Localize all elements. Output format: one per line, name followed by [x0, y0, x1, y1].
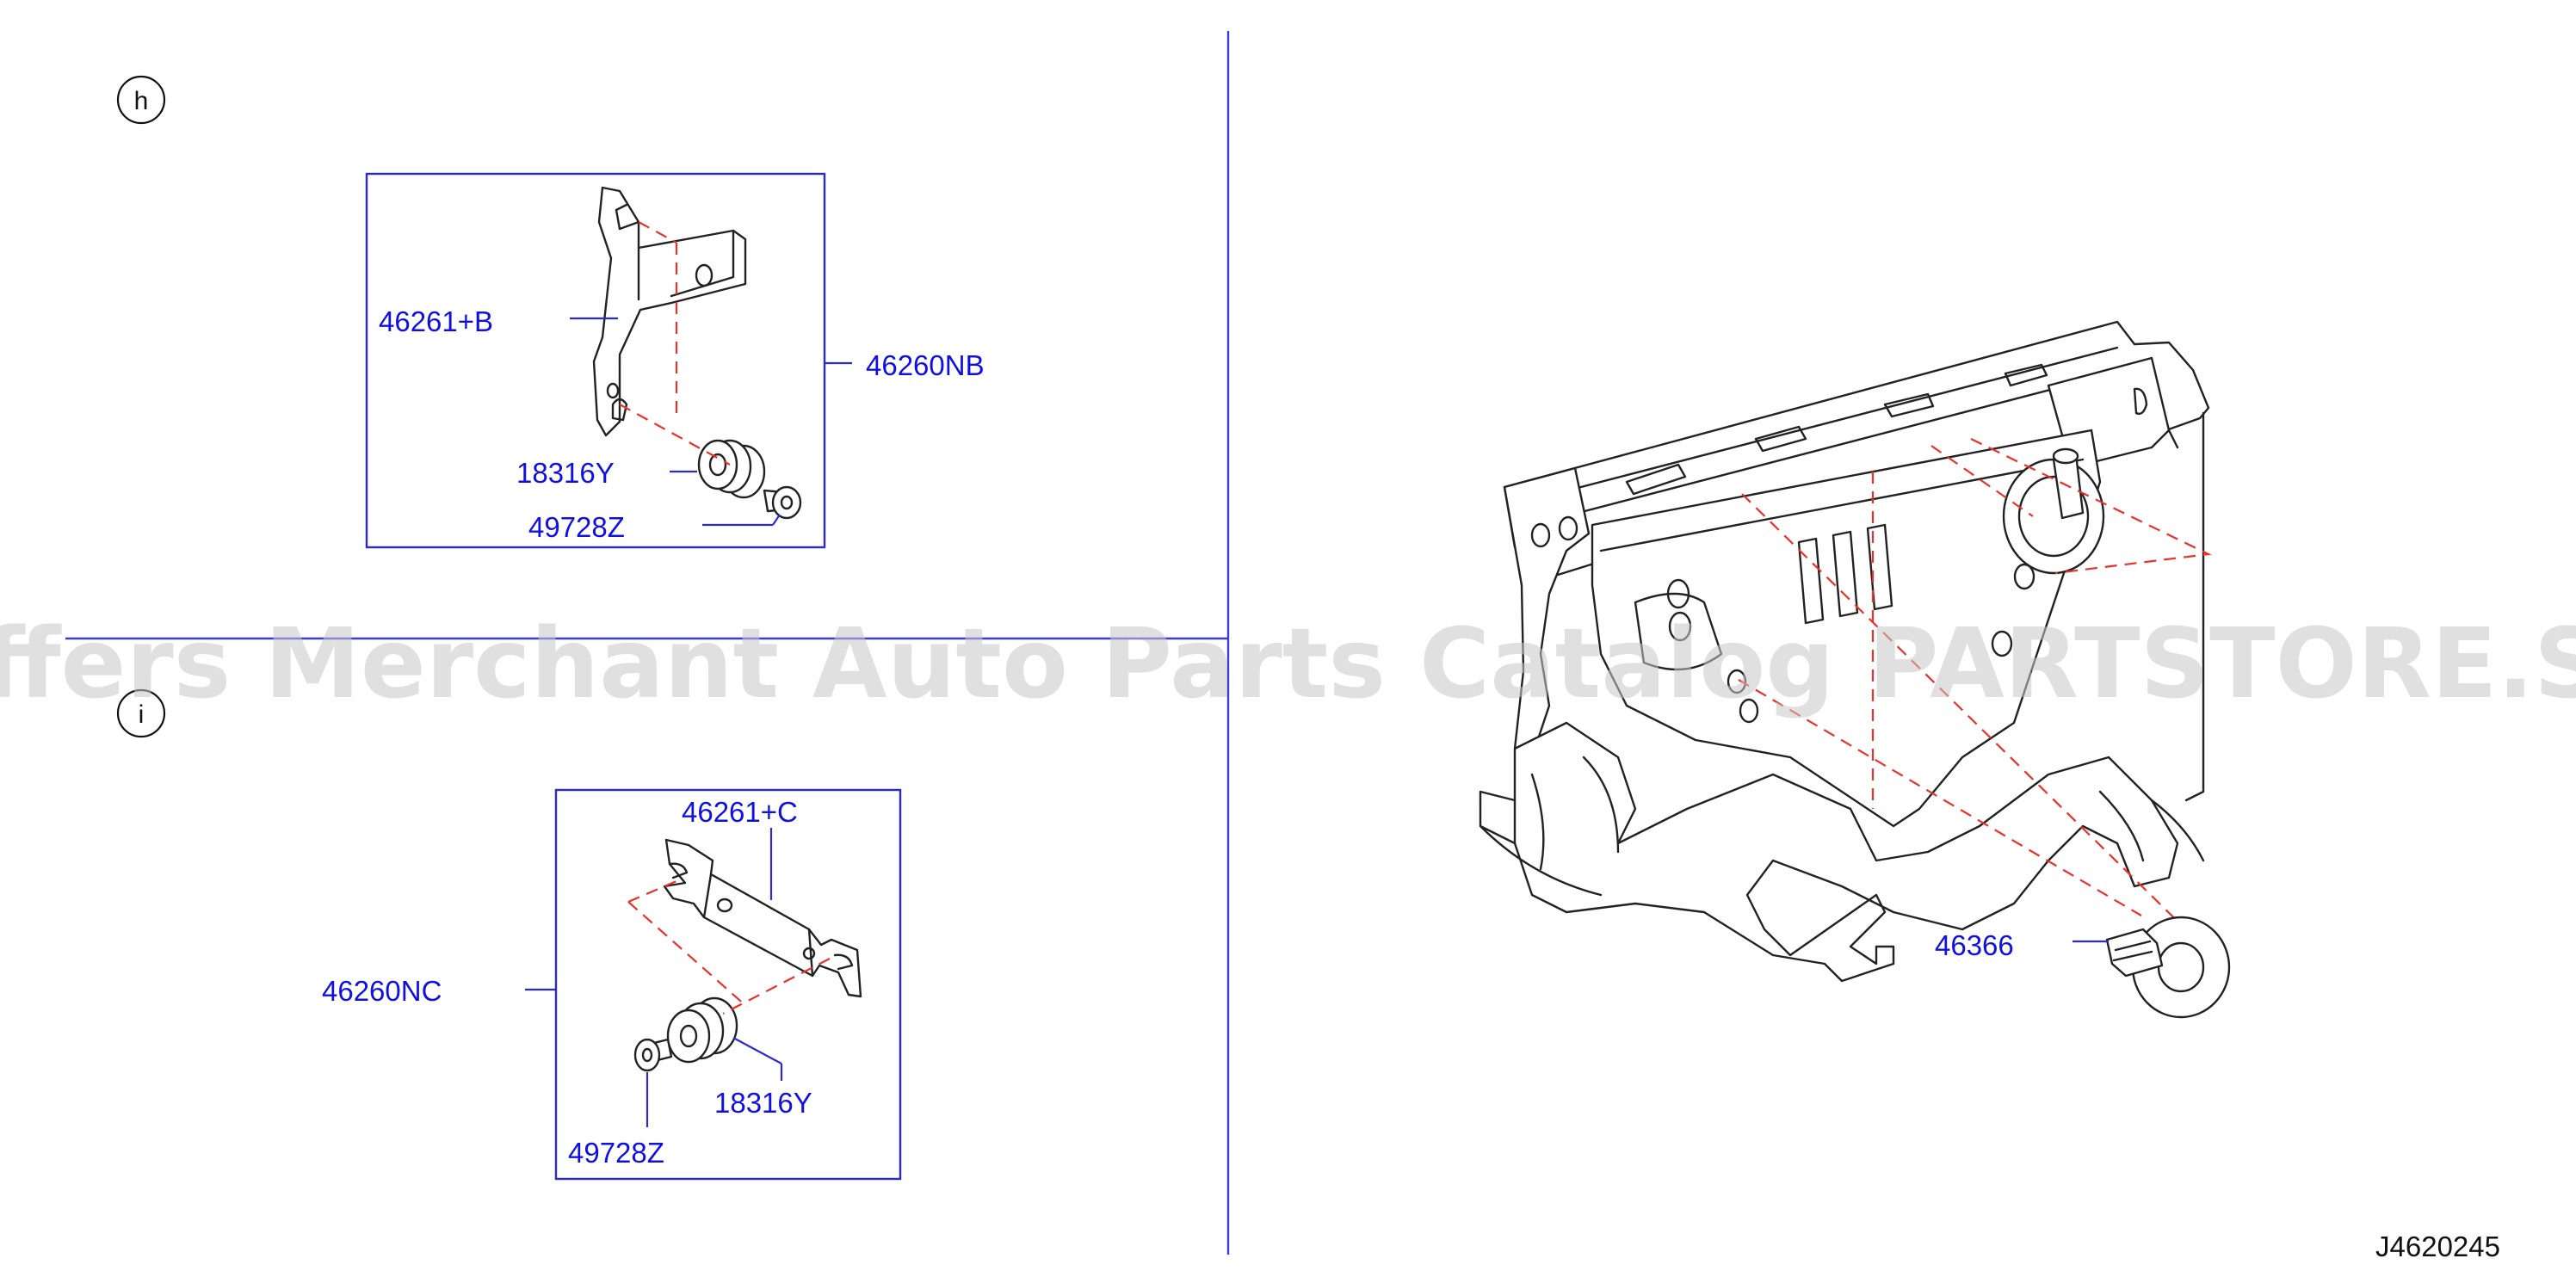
section-i-badge-label: i — [139, 700, 145, 729]
diagram-code: J4620245 — [2375, 1231, 2500, 1262]
label-18316y-i: 18316Y — [714, 1087, 812, 1119]
label-18316y-h: 18316Y — [516, 457, 615, 489]
assembly-box-46260nc — [554, 788, 902, 1181]
bolt-49728z-illustration — [763, 485, 802, 520]
grommet-18316y-illustration — [697, 439, 766, 499]
bracket-46261b-illustration — [592, 186, 747, 437]
firewall-panel-illustration — [1479, 320, 2212, 983]
bolt-49728z-i-illustration — [633, 1038, 673, 1072]
watermark-text: Offers Merchant Auto Parts Catalog PARTS… — [0, 608, 2576, 720]
label-49728z-i: 49728Z — [568, 1137, 664, 1169]
section-h-badge-label: h — [134, 87, 149, 115]
section-h: h 46261+B — [116, 75, 985, 549]
label-46260nb: 46260NB — [866, 349, 985, 381]
label-49728z-h: 49728Z — [528, 511, 625, 543]
bracket-46261c-illustration — [663, 838, 862, 998]
grommet-18316y-i-illustration — [666, 996, 738, 1064]
section-h-badge — [116, 75, 166, 125]
label-46261c: 46261+C — [682, 796, 798, 828]
label-46366: 46366 — [1935, 929, 2014, 961]
section-i-badge — [116, 688, 166, 738]
plug-46366-illustration — [2105, 916, 2231, 1019]
section-i: i 46261+C 46 — [116, 688, 902, 1181]
label-46261b: 46261+B — [379, 305, 493, 337]
label-46260nc: 46260NC — [322, 975, 442, 1007]
assembly-box-46260nb — [365, 172, 826, 549]
